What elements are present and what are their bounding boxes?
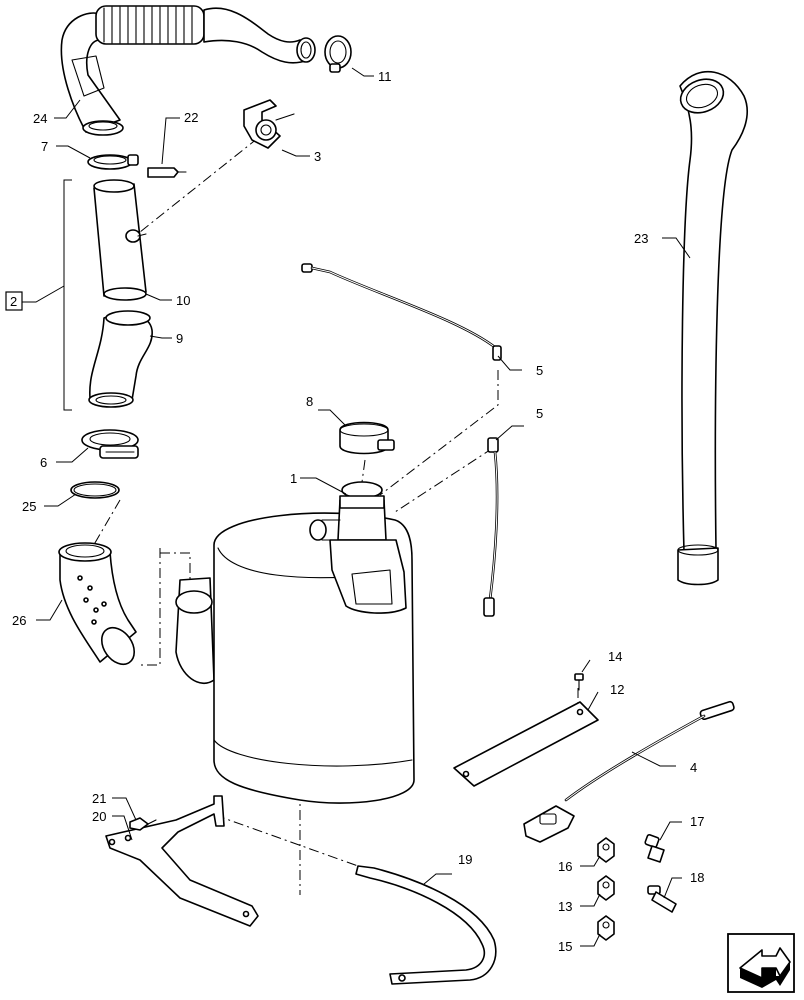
callout-11: 11 — [378, 69, 392, 84]
callout-21: 21 — [92, 791, 106, 806]
part-10-pipe — [93, 179, 147, 301]
part-11-clamp — [324, 35, 352, 73]
callout-23: 23 — [634, 231, 648, 246]
callout-6: 6 — [40, 455, 47, 470]
callout-9: 9 — [176, 331, 183, 346]
callout-26: 26 — [12, 613, 26, 628]
part-26-perforated-elbow — [58, 542, 137, 666]
part-3-sensor — [243, 99, 295, 149]
callout-2-box: 2 — [5, 291, 23, 311]
part-17-bolt — [644, 834, 665, 863]
part-5-sensor-lower — [483, 437, 499, 617]
part-15-nut — [597, 915, 615, 941]
part-1-muffler — [175, 481, 415, 804]
part-7-clamp — [87, 154, 139, 170]
callout-labels: 24 7 11 22 3 10 9 6 25 26 8 1 5 5 23 14 … — [12, 69, 704, 954]
part-5-sensor-upper — [301, 263, 502, 361]
callout-18: 18 — [690, 870, 704, 885]
part-18-bolt — [647, 885, 677, 913]
part-12-heat-shield — [453, 701, 599, 787]
callout-2: 2 — [10, 294, 17, 309]
part-16-nut — [597, 837, 615, 863]
part-8-band-clamp — [339, 421, 395, 455]
callout-8: 8 — [306, 394, 313, 409]
callout-3: 3 — [314, 149, 321, 164]
callout-13: 13 — [558, 899, 572, 914]
callout-20: 20 — [92, 809, 106, 824]
part-23-tail-pipe — [677, 70, 748, 586]
part-22-bolt — [147, 167, 187, 178]
part-24-flex-pipe — [60, 5, 316, 136]
callout-12: 12 — [610, 682, 624, 697]
callout-24: 24 — [33, 111, 47, 126]
callout-5-lower: 5 — [536, 406, 543, 421]
callout-22: 22 — [184, 110, 198, 125]
callout-4: 4 — [690, 760, 697, 775]
callout-7: 7 — [41, 139, 48, 154]
callout-14: 14 — [608, 649, 622, 664]
callout-17: 17 — [690, 814, 704, 829]
part-25-gasket — [70, 481, 120, 499]
part-9-elbow — [88, 310, 153, 408]
callout-5-upper: 5 — [536, 363, 543, 378]
callout-25: 25 — [22, 499, 36, 514]
callout-10: 10 — [176, 293, 190, 308]
leader-lines — [22, 67, 691, 947]
part-6-vband-clamp — [81, 429, 139, 459]
callout-1: 1 — [290, 471, 297, 486]
part-14-screw — [574, 673, 584, 691]
part-13-nut — [597, 875, 615, 901]
callout-16: 16 — [558, 859, 572, 874]
part-4-nox-sensor — [523, 700, 735, 843]
next-page-arrow-icon[interactable] — [727, 933, 795, 993]
part-21-bolt — [129, 817, 157, 831]
part-19-strap — [355, 865, 497, 985]
part-20-bracket — [105, 795, 259, 927]
group-2-bracket — [63, 179, 72, 411]
callout-19: 19 — [458, 852, 472, 867]
callout-15: 15 — [558, 939, 572, 954]
